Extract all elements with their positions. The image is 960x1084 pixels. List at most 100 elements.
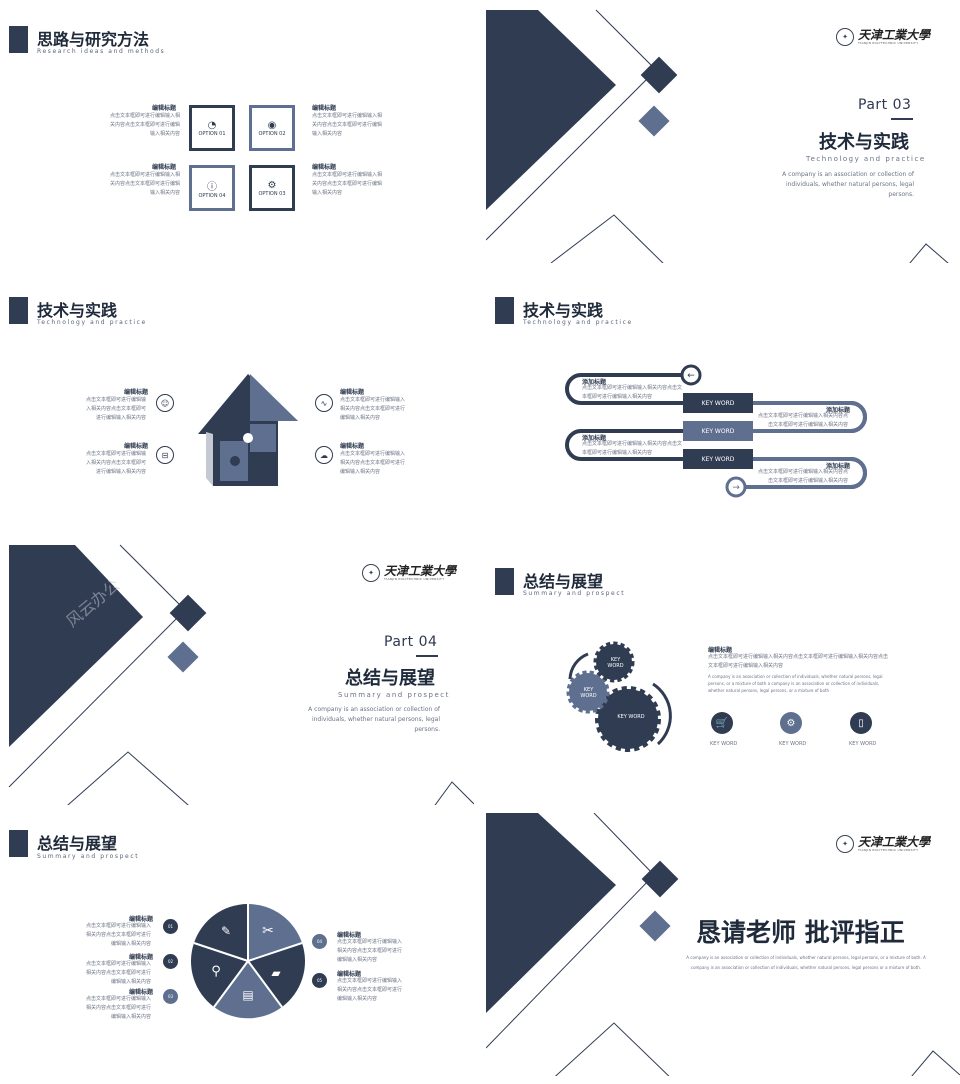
item-text: 点击文本框即可进行编辑输入相关内容点击文本框即可进行编辑输入相关内容 (337, 939, 403, 963)
title-bar (495, 568, 514, 595)
item-text: 点击文本框即可进行编辑输入相关内容点击文本框即可进行编辑输入相关内容 (85, 451, 146, 475)
eye-icon: ◉ (267, 119, 277, 131)
slide-subtitle: Technology and practice (37, 319, 147, 326)
pie-graphic: ✂ ▰ ▤ ⚲ ✎ (190, 904, 306, 1019)
slide-title: 技术与实践 (37, 301, 118, 320)
slide-subtitle: Technology and practice (523, 319, 633, 326)
part-description: A company is an association or collectio… (308, 706, 440, 733)
item-heading: 编辑标题 (152, 164, 177, 171)
keyword-box-1: KEY WORD (683, 393, 753, 413)
item-heading: 编辑标题 (340, 389, 365, 396)
part-title: 总结与展望 (345, 668, 435, 689)
arrow-right-icon: → (732, 483, 740, 493)
option-label: OPTION 04 (198, 192, 226, 199)
geometric-background (486, 9, 949, 263)
part-subtitle: Technology and practice (806, 155, 926, 163)
item-text: 点击文本框即可进行编辑输入相关内容点击文本框即可进行编辑输入相关内容 (312, 113, 383, 137)
item-heading: 编辑标题 (340, 443, 365, 450)
slide-subtitle: Summary and prospect (523, 590, 626, 597)
clipboard-icon: ▤ (242, 988, 253, 1002)
gears-graphic (566, 641, 672, 752)
item-heading: 编辑标题 (129, 989, 154, 996)
seal-icon: ✦ (836, 835, 854, 853)
item-text: 点击文本框即可进行编辑输入相关内容点击文本框即可进行编辑输入相关内容 (340, 451, 406, 475)
item-heading: 编辑标题 (124, 443, 149, 450)
cloud-icon: ☁ (315, 446, 333, 464)
part-number: Part 04 (384, 634, 438, 650)
item-heading: 编辑标题 (152, 105, 177, 112)
item-text: 点击文本框即可进行编辑输入相关内容点击文本框即可进行编辑输入相关内容 (582, 385, 683, 400)
number-dot: 04 (312, 934, 327, 949)
item-heading: 添加标题 (826, 463, 851, 470)
keyword-box-2: KEY WORD (683, 421, 753, 441)
phone-icon: ▯ (850, 712, 872, 734)
tools-icon: ✂ (262, 923, 274, 939)
chart-icon: ∿ (315, 394, 333, 412)
slide-summary-pie[interactable]: 总结与展望 Summary and prospect ✂ ▰ ▤ ⚲ ✎ 01 … (0, 813, 474, 1076)
item-heading: 编辑标题 (312, 105, 337, 112)
item-heading: 编辑标题 (124, 389, 149, 396)
title-bar (9, 297, 28, 324)
slide-title: 技术与实践 (523, 301, 604, 320)
item-text: 点击文本框即可进行编辑输入相关内容点击文本框即可进行编辑输入相关内容 (85, 996, 151, 1020)
title-bar (495, 297, 514, 324)
option-01-box: ◔ OPTION 01 (189, 105, 235, 151)
item-text: 点击文本框即可进行编辑输入相关内容点击文本框即可进行编辑输入相关内容 (312, 172, 383, 196)
item-text: 点击文本框即可进行编辑输入相关内容点击文本框即可进行编辑输入相关内容 (109, 113, 180, 137)
slide-title: 总结与展望 (523, 572, 604, 591)
option-label: OPTION 02 (258, 130, 286, 137)
geometric-background (486, 813, 960, 1076)
gear-icon: ⚙ (780, 712, 802, 734)
slide-research-methods[interactable]: 思路与研究方法 Research ideas and methods ◔ OPT… (0, 0, 474, 263)
item-text: 点击文本框即可进行编辑输入相关内容点击文本框即可进行编辑输入相关内容 (109, 172, 180, 196)
number-dot: 02 (163, 954, 178, 969)
slide-summary-gears[interactable]: 总结与展望 Summary and prospect KEY WORD KEY … (486, 542, 960, 805)
divider (891, 118, 913, 120)
slide-tech-practice-flow[interactable]: 技术与实践 Technology and practice ← → KEY WO… (486, 271, 960, 534)
item-text: 点击文本框即可进行编辑输入相关内容点击文本框即可进行编辑输入相关内容 (85, 397, 146, 421)
option-label: OPTION 03 (258, 190, 286, 197)
seal-icon: ✦ (836, 28, 854, 46)
folder-icon: ▰ (271, 966, 281, 980)
item-heading: 编辑标题 (337, 932, 362, 939)
search-icon: ⚲ (211, 964, 221, 979)
edit-icon: ✎ (221, 924, 231, 938)
part-description: A company is an association or collectio… (782, 171, 914, 198)
number-dot: 01 (163, 919, 178, 934)
content-english: A company is an association or collectio… (708, 674, 883, 693)
puzzle-house-graphic (198, 374, 298, 486)
icon-label: KEY WORD (710, 741, 738, 747)
settings-window-icon: ⚙ (267, 179, 277, 191)
slide-title: 总结与展望 (37, 834, 118, 853)
seal-icon: ✦ (362, 564, 380, 582)
option-02-box: ◉ OPTION 02 (249, 105, 295, 151)
item-text: 点击文本框即可进行编辑输入相关内容点击文本框即可进行编辑输入相关内容 (337, 978, 403, 1002)
thanks-description: A company is an association or collectio… (686, 955, 926, 970)
part-title: 技术与实践 (819, 132, 909, 153)
content-text: 点击文本框即可进行编辑输入相关内容点击文本框即可进行编辑输入相关内容点击文本框即… (708, 654, 889, 669)
icon-label: KEY WORD (779, 741, 807, 747)
item-heading: 编辑标题 (312, 164, 337, 171)
option-label: OPTION 01 (198, 130, 226, 137)
item-text: 点击文本框即可进行编辑输入相关内容点击文本框即可进行编辑输入相关内容 (85, 923, 151, 947)
option-04-box: ⓘ OPTION 04 (189, 165, 235, 211)
slide-tech-practice-puzzle[interactable]: 技术与实践 Technology and practice ☺ ⊟ ∿ ☁ 编辑… (0, 271, 474, 534)
item-heading: 添加标题 (826, 407, 851, 414)
slide-subtitle: Summary and prospect (37, 853, 140, 860)
item-text: 点击文本框即可进行编辑输入相关内容点击文本框即可进行编辑输入相关内容 (757, 413, 848, 428)
number-dot: 03 (163, 989, 178, 1004)
car-icon: ⊟ (156, 446, 174, 464)
number-dot: 05 (312, 973, 327, 988)
part-number: Part 03 (858, 97, 912, 113)
item-heading: 编辑标题 (129, 916, 154, 923)
item-text: 点击文本框即可进行编辑输入相关内容点击文本框即可进行编辑输入相关内容 (582, 441, 683, 456)
item-heading: 编辑标题 (129, 954, 154, 961)
item-text: 点击文本框即可进行编辑输入相关内容点击文本框即可进行编辑输入相关内容 (85, 961, 151, 985)
item-heading: 添加标题 (582, 435, 607, 442)
